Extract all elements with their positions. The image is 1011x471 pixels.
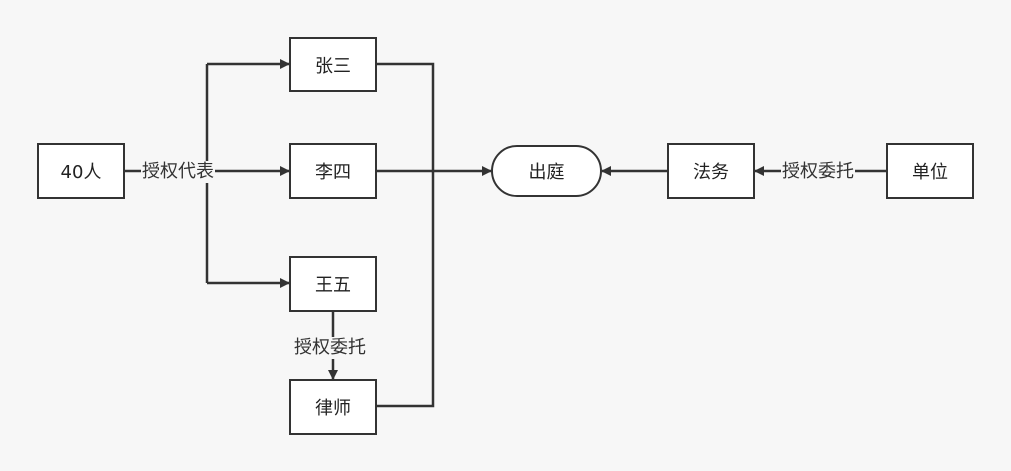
- node-legal-affairs[interactable]: 法务: [667, 143, 755, 199]
- node-court-appearance[interactable]: 出庭: [491, 145, 602, 197]
- node-group-40[interactable]: 40人: [37, 143, 125, 199]
- node-wang-wu[interactable]: 王五: [289, 256, 377, 312]
- node-li-si[interactable]: 李四: [289, 143, 377, 199]
- edge-label-authorize-represent: 授权代表: [141, 161, 215, 183]
- edge-label-entrust-legal: 授权委托: [781, 161, 855, 183]
- edge-lawyer-to-court: [377, 171, 435, 408]
- node-unit[interactable]: 单位: [886, 143, 974, 199]
- edge-zhang-to-court: [377, 62, 435, 171]
- node-lawyer[interactable]: 律师: [289, 379, 377, 435]
- edge-label-entrust-lawyer: 授权委托: [293, 337, 367, 359]
- node-zhang-san[interactable]: 张三: [289, 37, 377, 92]
